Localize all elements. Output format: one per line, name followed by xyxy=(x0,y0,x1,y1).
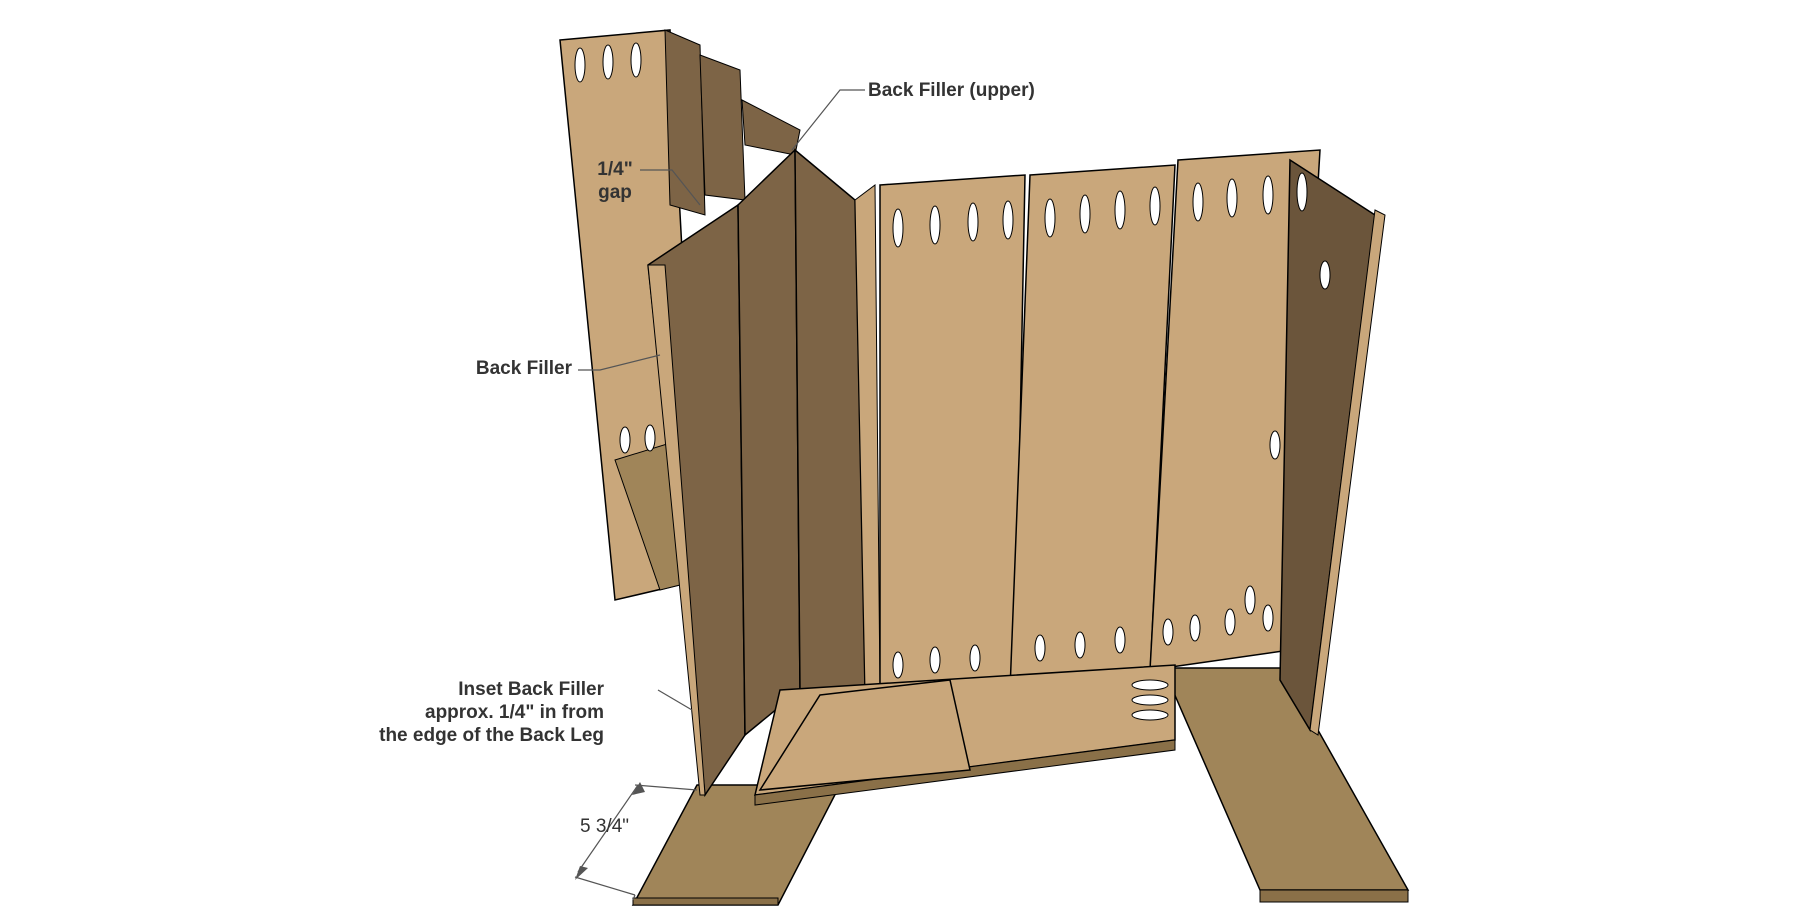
label-dimension: 5 3/4" xyxy=(580,816,630,837)
label-inset-line1: Inset Back Filler xyxy=(458,679,604,700)
right-side-panel-edge xyxy=(1309,209,1386,736)
left-leg-plank xyxy=(631,784,842,906)
label-back-filler: Back Filler xyxy=(475,358,572,379)
upper-back-filler-slat-3 xyxy=(741,99,801,156)
left-leg-plank-edge xyxy=(632,897,779,906)
seat-front-edge xyxy=(754,739,1176,806)
leader-lines xyxy=(578,89,865,711)
right-leg-plank xyxy=(1161,667,1410,891)
upper-back-filler-slat-2 xyxy=(699,54,746,201)
upper-back-filler-slat-1 xyxy=(664,29,706,216)
label-inset-back-filler: Inset Back Filler approx. 1/4" in from t… xyxy=(346,678,604,747)
label-gap: 1/4" gap xyxy=(592,158,638,204)
label-gap-line1: 1/4" xyxy=(597,159,633,180)
seat-small-panel xyxy=(758,679,971,791)
left-side-panel-middle xyxy=(737,148,801,737)
dimension-5-3-4 xyxy=(574,784,698,901)
dimension-arrow-bottom xyxy=(575,866,588,880)
label-inset-line3: the edge of the Back Leg xyxy=(379,725,604,746)
dimension-arrow-top xyxy=(632,782,645,795)
left-side-panel-outer-edge xyxy=(647,264,706,796)
label-back-filler-upper: Back Filler (upper) xyxy=(868,80,1035,101)
back-slat-1 xyxy=(879,174,1026,691)
label-gap-line2: gap xyxy=(598,182,632,203)
right-leg-plank-edge xyxy=(1259,889,1409,903)
left-side-panel-inner xyxy=(794,148,866,691)
back-slat-2 xyxy=(1009,164,1176,691)
label-inset-line2: approx. 1/4" in from xyxy=(425,702,604,723)
pocket-holes xyxy=(574,42,1331,721)
